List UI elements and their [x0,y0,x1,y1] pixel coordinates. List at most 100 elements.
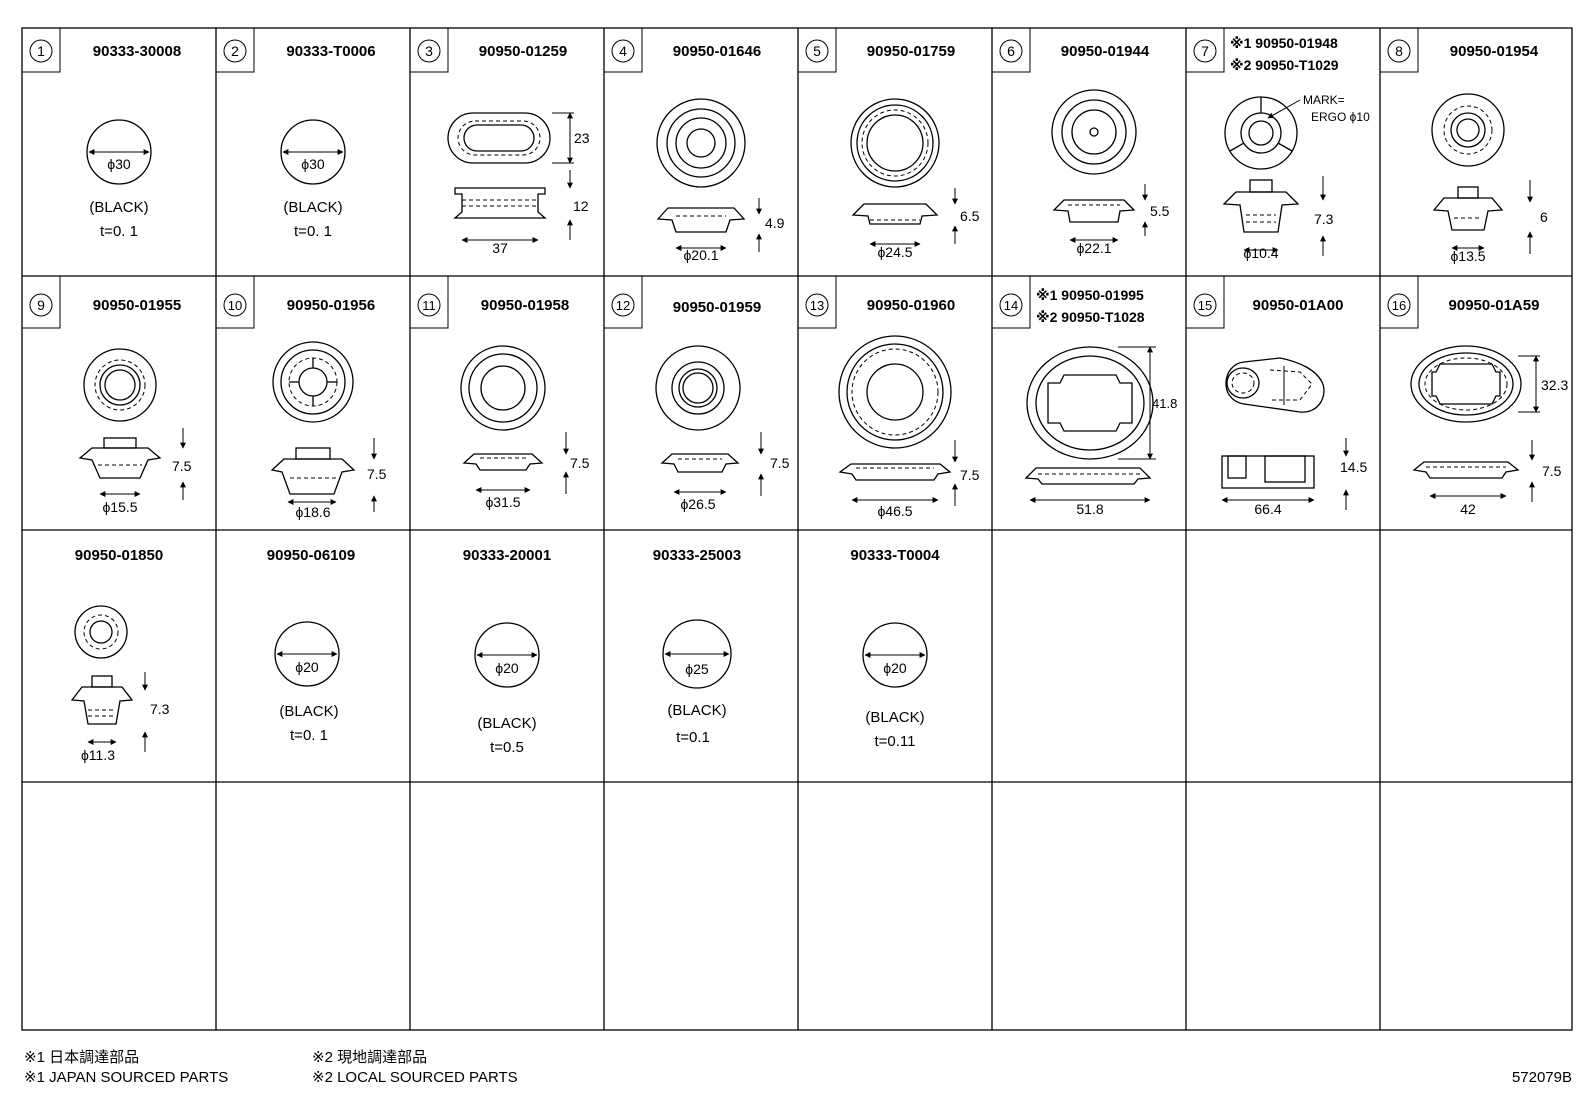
index-number: 15 [1198,298,1212,313]
grommet-drawing [270,341,377,512]
part-number: 90333-20001 [463,547,551,564]
cell-10: 10 90950-01956 7.5 ϕ18.6 [216,276,387,520]
diameter-dimension: ϕ18.6 [295,504,330,520]
part-number: 90333-T0004 [850,547,940,564]
index-number: 2 [231,43,239,59]
plug-drawing [862,622,928,688]
part-number: 90950-01759 [867,43,955,60]
part-number-japan: ※1 90950-01995 [1036,287,1144,303]
part-number: 90950-01A00 [1253,297,1344,314]
footnotes: ※1 日本調達部品 ※2 現地調達部品 ※1 JAPAN SOURCED PAR… [24,1049,1572,1086]
part-number: 90950-01954 [1450,43,1539,60]
dimension-label: ϕ20 [883,660,907,676]
grommet-drawing [850,98,958,247]
cell-8: 8 90950-01954 6 ϕ13.5 [1380,28,1548,264]
index-badge: 15 [1186,276,1225,329]
cell-14: 14 ※1 90950-01995 ※2 90950-T1028 41.8 51… [992,276,1177,517]
diameter-dimension: ϕ13.5 [1450,248,1485,264]
index-badge: 5 [798,28,837,73]
grommet-drawing [78,348,186,500]
index-badge: 6 [992,28,1031,73]
part-number-local: ※2 90950-T1028 [1036,309,1145,325]
cell-5: 5 90950-01759 6.5 ϕ24.5 [798,28,980,260]
height-dimension: 7.5 [770,455,790,471]
thickness-note: t=0. 1 [294,223,332,240]
cell-90333-20001: 90333-20001 ϕ20 (BLACK) t=0.5 [463,547,551,756]
height-dimension: 7.3 [150,701,170,717]
color-note: (BLACK) [865,709,924,726]
cell-90950-06109: 90950-06109 ϕ20 (BLACK) t=0. 1 [267,547,355,744]
dimension-label: ϕ30 [301,156,325,172]
part-number: 90333-25003 [653,547,741,564]
dimension-label: ϕ25 [685,661,709,677]
thickness-note: t=0.1 [676,729,710,746]
grommet-drawing [838,335,958,506]
grommet-drawing [70,605,148,752]
index-number: 6 [1007,43,1015,59]
grid-border [21,27,1573,1031]
height-dimension: 23 [574,130,590,146]
height-dimension: 7.3 [1314,211,1334,227]
index-badge: 8 [1380,28,1419,73]
part-number: 90950-01850 [75,547,163,564]
plug-drawing [474,622,540,688]
cell-11: 11 90950-01958 7.5 ϕ31.5 [410,276,590,510]
cell-9: 9 90950-01955 7.5 ϕ15.5 [22,276,192,515]
plug-drawing [662,619,732,689]
grommet-drawing [655,345,764,496]
part-number: 90950-01A59 [1449,297,1540,314]
grommet-drawing [1410,345,1540,502]
color-note: (BLACK) [283,199,342,216]
part-number: 90950-01959 [673,299,761,316]
height-dimension: 4.9 [765,215,785,231]
color-note: (BLACK) [89,199,148,216]
plug-drawing [86,119,152,185]
cell-4: 4 90950-01646 4.9 ϕ20.1 [604,28,785,263]
index-number: 1 [37,43,45,59]
part-number: 90333-30008 [93,43,181,60]
index-badge: 13 [798,276,837,329]
height-dimension: 7.5 [960,467,980,483]
cell-90333-T0004: 90333-T0004 ϕ20 (BLACK) t=0.11 [850,547,940,750]
grid [21,27,1573,1031]
grommet-drawing [1221,357,1349,510]
color-note: (BLACK) [477,715,536,732]
diameter-dimension: ϕ31.5 [485,494,520,510]
thickness-note: t=0. 1 [290,727,328,744]
diameter-dimension: ϕ20.1 [683,247,718,263]
mark-note-ergo: ERGO ϕ10 [1311,110,1370,124]
cell-2: 2 90333-T0006 ϕ30 (BLACK) t=0. 1 [216,28,376,240]
color-note: (BLACK) [279,703,338,720]
part-number: 90950-01958 [481,297,569,314]
cell-13: 13 90950-01960 7.5 ϕ46.5 [798,276,980,519]
grommet-drawing [656,98,762,252]
height-dimension: 7.5 [367,466,387,482]
thickness-note: t=0. 1 [100,223,138,240]
height-dimension: 6.5 [960,208,980,224]
cell-15: 15 90950-01A00 14.5 66.4 [1186,276,1367,517]
footnote-japan-en: ※1 JAPAN SOURCED PARTS [24,1069,228,1086]
grommet-drawing [1051,89,1148,243]
thickness-note: t=0.5 [490,739,524,756]
cell-90333-25003: 90333-25003 ϕ25 (BLACK) t=0.1 [653,547,741,746]
index-badge: 16 [1380,276,1419,329]
height-dimension: 5.5 [1150,203,1170,219]
height-dimension: 32.3 [1541,377,1568,393]
height-dimension: 41.8 [1152,396,1177,411]
cell-1: 1 90333-30008 ϕ30 (BLACK) t=0. 1 [22,28,181,240]
index-badge: 10 [216,276,255,329]
diameter-dimension: ϕ10.4 [1243,245,1278,261]
part-number: 90950-06109 [267,547,355,564]
index-number: 9 [37,297,45,313]
grommet-drawing [1222,96,1326,256]
width-dimension: 37 [492,240,508,256]
index-number: 10 [228,298,242,313]
width-dimension: 42 [1460,501,1476,517]
part-number: 90950-01944 [1061,43,1150,60]
index-number: 12 [616,298,630,313]
index-badge: 2 [216,28,255,73]
index-badge: 7 [1186,28,1225,73]
footnote-japan-jp: ※1 日本調達部品 [24,1049,139,1066]
cell-7: 7 ※1 90950-01948 ※2 90950-T1029 MARK= ER… [1186,28,1370,261]
